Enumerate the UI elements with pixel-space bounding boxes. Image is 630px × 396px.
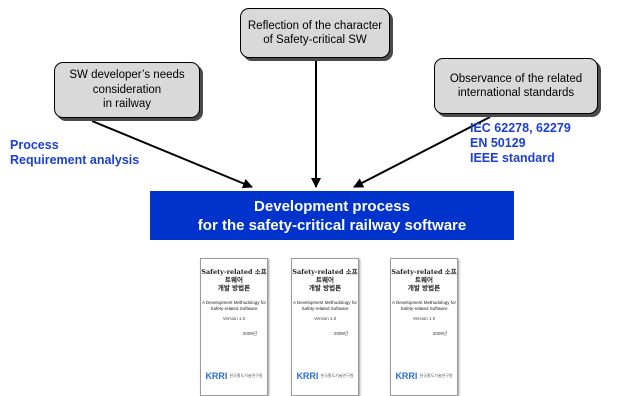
label-standards-list: IEC 62278, 62279 EN 50129 IEEE standard	[470, 121, 571, 165]
krri-logo-text: 한국철도기술연구원	[419, 373, 453, 378]
doc-subtitle: A Development Methodology for Safety-rel…	[292, 300, 358, 311]
doc-date: 2009년	[242, 331, 257, 336]
doc-title: Safety-related 소프트웨어 개발 방법론	[292, 268, 358, 292]
krri-logo-text: 한국철도기술연구원	[229, 373, 263, 378]
document-cover-3: Safety-related 소프트웨어 개발 방법론 A Developmen…	[390, 258, 458, 396]
krri-logo-mark: KRRI	[296, 371, 319, 381]
development-process-banner: Development process for the safety-criti…	[150, 191, 514, 240]
doc-subtitle: A Development Methodology for Safety-rel…	[201, 300, 267, 311]
arrow-left	[91, 120, 253, 189]
doc-subtitle: A Development Methodology for Safety-rel…	[391, 300, 457, 311]
doc-version: Version 1.0	[222, 316, 246, 321]
krri-logo: KRRI 한국철도기술연구원	[201, 371, 267, 381]
callout-safety-critical-character: Reflection of the character of Safety-cr…	[240, 8, 390, 58]
krri-logo: KRRI 한국철도기술연구원	[292, 371, 358, 381]
doc-date: 2009년	[432, 331, 447, 336]
document-cover-2: Safety-related 소프트웨어 개발 방법론 A Developmen…	[291, 258, 359, 396]
krri-logo-text: 한국철도기술연구원	[320, 373, 354, 378]
arrow-right	[353, 116, 491, 188]
document-cover-1: Safety-related 소프트웨어 개발 방법론 A Developmen…	[200, 258, 268, 396]
label-process-requirements: Process Requirement analysis	[10, 138, 140, 167]
callout-international-standards: Observance of the related international …	[434, 58, 598, 114]
doc-title: Safety-related 소프트웨어 개발 방법론	[201, 268, 267, 292]
doc-version: Version 1.0	[313, 316, 337, 321]
doc-title: Safety-related 소프트웨어 개발 방법론	[391, 268, 457, 292]
doc-date: 2009년	[333, 331, 348, 336]
krri-logo-mark: KRRI	[395, 371, 418, 381]
krri-logo-mark: KRRI	[205, 371, 228, 381]
krri-logo: KRRI 한국철도기술연구원	[391, 371, 457, 381]
doc-version: Version 1.0	[412, 316, 436, 321]
callout-developer-needs: SW developer’s needs consideration in ra…	[54, 62, 200, 118]
